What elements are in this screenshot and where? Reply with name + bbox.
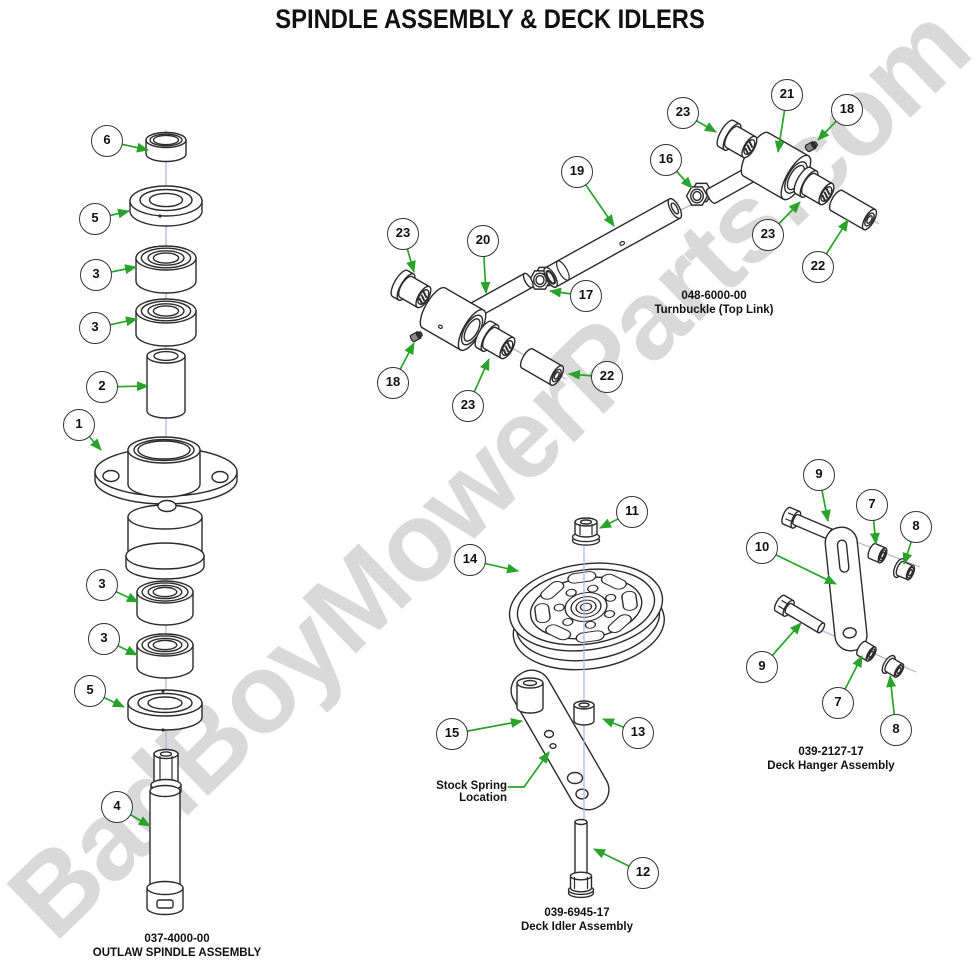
callout-8: 8	[900, 511, 932, 543]
spacer-nut-part	[867, 542, 888, 564]
part-number: 037-4000-00	[144, 933, 210, 945]
bushing-part	[793, 166, 835, 206]
page-title: SPINDLE ASSEMBLY & DECK IDLERS	[275, 4, 705, 34]
turnbuckle-end-body-21	[740, 131, 812, 201]
callout-16: 16	[650, 144, 682, 176]
part-number: 048-6000-00	[681, 290, 747, 302]
callout-15: 15	[436, 718, 468, 750]
callout-10: 10	[746, 532, 778, 564]
callout-3: 3	[79, 312, 111, 344]
stock-spring-leader	[508, 751, 550, 788]
callout-22: 22	[802, 251, 834, 283]
part-name: OUTLAW SPINDLE ASSEMBLY	[92, 947, 262, 959]
callout-13: 13	[622, 717, 654, 749]
callout-14: 14	[454, 544, 486, 576]
callout-22: 22	[591, 361, 623, 393]
flange-locknut-part	[892, 557, 916, 581]
part-name: Turnbuckle (Top Link)	[654, 304, 774, 316]
callout-5: 5	[79, 203, 111, 235]
callout-2: 2	[86, 371, 118, 403]
callout-19: 19	[561, 156, 593, 188]
callout-3: 3	[86, 569, 118, 601]
callout-3: 3	[80, 259, 112, 291]
deck-idler-assembly-drawing	[508, 517, 665, 899]
callout-17: 17	[570, 280, 602, 312]
callout-11: 11	[616, 496, 648, 528]
callout-7: 7	[822, 687, 854, 719]
label-outlaw-spindle-assembly: 037-4000-00 OUTLAW SPINDLE ASSEMBLY	[77, 932, 277, 960]
callout-5: 5	[74, 675, 106, 707]
hex-bolt-part	[773, 594, 826, 634]
callout-7: 7	[856, 489, 888, 521]
callout-23: 23	[752, 219, 784, 251]
callout-23: 23	[387, 218, 419, 250]
callout-23: 23	[667, 97, 699, 129]
callout-21: 21	[771, 79, 803, 111]
callout-8: 8	[880, 714, 912, 746]
set-screw-part	[409, 331, 423, 343]
turnbuckle-assembly-drawing	[390, 119, 878, 386]
callout-12: 12	[627, 857, 659, 889]
bushing-part	[390, 269, 432, 309]
label-deck-hanger-assembly: 039-2127-17 Deck Hanger Assembly	[751, 745, 911, 773]
spindle-assembly-drawing	[94, 131, 238, 916]
part-number: 039-6945-17	[544, 907, 610, 919]
idler-pulley-14	[508, 562, 665, 671]
callout-9: 9	[803, 459, 835, 491]
label-deck-idler-assembly: 039-6945-17 Deck Idler Assembly	[497, 906, 657, 934]
callout-18: 18	[377, 367, 409, 399]
callout-9: 9	[746, 651, 778, 683]
callout-3: 3	[88, 623, 120, 655]
callout-6: 6	[91, 125, 123, 157]
bushing-part	[716, 119, 758, 159]
callout-23: 23	[452, 390, 484, 422]
part-name: Deck Idler Assembly	[520, 921, 634, 933]
bushing-part	[474, 320, 516, 360]
turnbuckle-end-body-20	[419, 286, 487, 352]
deck-hanger-assembly-drawing	[773, 506, 916, 678]
part-name: Deck Hanger Assembly	[767, 760, 895, 772]
hanger-bracket-10	[824, 526, 868, 652]
callout-1: 1	[63, 409, 95, 441]
jam-nut-16	[685, 182, 713, 206]
label-turnbuckle: 048-6000-00 Turnbuckle (Top Link)	[634, 289, 794, 317]
callout-20: 20	[467, 225, 499, 257]
spacer-tube-part	[519, 348, 565, 386]
stock-spring-location-note: Stock Spring Location	[436, 780, 507, 804]
set-screw-part	[804, 141, 818, 153]
spacer-tube-part	[828, 189, 878, 231]
callout-18: 18	[831, 94, 863, 126]
turnbuckle-tube-19	[543, 197, 683, 288]
part-number: 039-2127-17	[798, 746, 864, 758]
callout-4: 4	[101, 791, 133, 823]
